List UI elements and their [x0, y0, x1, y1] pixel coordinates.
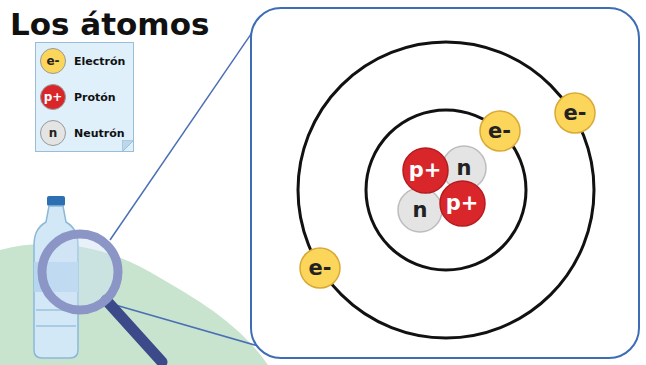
- legend-swatch: e-: [40, 48, 66, 74]
- legend-row: p+ Protón: [36, 79, 133, 115]
- legend-fold: [122, 140, 134, 152]
- legend-text: Electrón: [74, 55, 125, 68]
- electron-circle: e-: [554, 92, 596, 134]
- particle-circle: [403, 148, 448, 193]
- particle-circle: [398, 188, 442, 232]
- magnifier-handle: [106, 300, 162, 362]
- particle-symbol: p+: [439, 180, 486, 227]
- legend-swatch: n: [40, 120, 66, 146]
- legend-swatch: p+: [40, 84, 66, 110]
- particle-circle: [555, 93, 595, 133]
- legend-text: Neutrón: [74, 127, 125, 140]
- legend-box: e- Electrón p+ Protón n Neutrón: [35, 42, 134, 152]
- legend-fold-flap: [122, 140, 134, 152]
- legend-text: Protón: [74, 91, 116, 104]
- particle-symbol: p+: [402, 147, 449, 194]
- outer-orbit: [298, 42, 594, 338]
- bottle-cap: [47, 196, 65, 206]
- electron-circle: e-: [299, 247, 341, 289]
- title: Los átomos: [10, 6, 209, 42]
- particle-symbol: e-: [299, 247, 341, 289]
- neutron-circle: n: [397, 187, 443, 233]
- particle-symbol: n: [397, 187, 443, 233]
- legend-row: n Neutrón: [36, 115, 133, 151]
- legend-symbol: e-: [46, 54, 59, 68]
- particle-symbol: e-: [479, 110, 521, 152]
- particle-symbol: e-: [554, 92, 596, 134]
- particle-circle: [440, 181, 485, 226]
- magnifier-lens: [42, 234, 118, 310]
- inner-orbit: [366, 110, 526, 270]
- proton-circle: p+: [439, 180, 486, 227]
- legend-symbol: n: [49, 126, 58, 140]
- particle-circle: [300, 248, 340, 288]
- legend-symbol: p+: [44, 90, 63, 104]
- particle-circle: [480, 111, 520, 151]
- proton-circle: p+: [402, 147, 449, 194]
- electron-circle: e-: [479, 110, 521, 152]
- legend-row: e- Electrón: [36, 43, 133, 79]
- zoom-panel: [251, 8, 639, 358]
